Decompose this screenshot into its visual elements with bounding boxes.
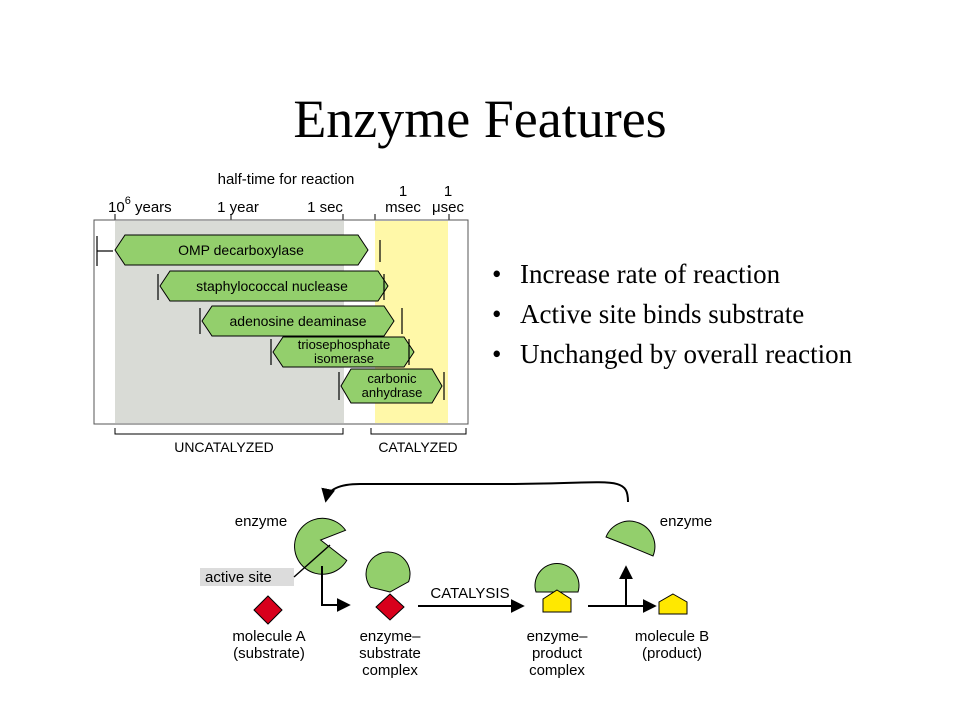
bar-omp-decarboxylase — [114, 234, 369, 266]
molecule-b-pentagon — [658, 593, 688, 615]
tick-marks — [114, 214, 450, 220]
bullet-dot: • — [492, 339, 502, 369]
bar-triosephosphate-isomerase — [272, 336, 415, 368]
enzyme-label-anhydrase: anhydrase — [362, 385, 423, 400]
tick-label-usec-num: 1 — [444, 183, 452, 200]
enzyme-label-isomerase: isomerase — [314, 351, 374, 366]
molecule-a-line2: (substrate) — [233, 645, 305, 662]
enzyme-label-omp-decarboxylase: OMP decarboxylase — [178, 242, 304, 258]
es-complex-line3: complex — [362, 662, 418, 679]
bar-adenosine-deaminase — [201, 305, 395, 337]
active-site-label: active site — [205, 569, 272, 586]
catalyzed-label: CATALYZED — [378, 439, 457, 455]
bullet-dot: • — [492, 299, 502, 329]
region-brackets — [114, 428, 467, 435]
uncatalyzed-label: UNCATALYZED — [174, 439, 274, 455]
tick-label-msec-num: 1 — [399, 183, 407, 200]
molecule-b-line1: molecule B — [635, 628, 709, 645]
tick-pre: 10 — [108, 199, 125, 216]
slide-title: Enzyme Features — [293, 89, 667, 149]
bar-carbonic-anhydrase — [340, 368, 443, 404]
bar-staphylococcal-nuclease — [159, 270, 389, 302]
tick-label-1e6-years: 106 years — [108, 195, 172, 216]
bullet-item: • Increase rate of reaction — [492, 258, 852, 298]
molecule-a-line1: molecule A — [232, 628, 305, 645]
enzyme-label-staphylococcal-nuclease: staphylococcal nuclease — [196, 278, 348, 294]
molecule-b-line2: (product) — [642, 645, 702, 662]
bullet-item: • Unchanged by overall reaction — [492, 338, 852, 378]
ep-complex-line3: complex — [529, 662, 585, 679]
free-enzyme-left — [294, 517, 348, 575]
tick-sup: 6 — [125, 195, 131, 207]
tick-label-1-sec: 1 sec — [307, 199, 343, 216]
bullet-item: • Active site binds substrate — [492, 298, 852, 338]
bar-end-markers — [96, 236, 445, 400]
molecule-a-diamond — [253, 595, 283, 625]
ep-complex-line1: enzyme– — [527, 628, 589, 645]
tick-post: years — [131, 199, 172, 216]
ep-complex-line2: product — [532, 645, 583, 662]
bullet-text: Unchanged by overall reaction — [520, 339, 853, 369]
enzyme-label-right: enzyme — [660, 513, 713, 530]
bound-product-pentagon — [542, 589, 572, 613]
enzyme-label-adenosine-deaminase: adenosine deaminase — [230, 313, 367, 329]
bullet-text: Increase rate of reaction — [520, 259, 781, 289]
es-complex-line1: enzyme– — [360, 628, 422, 645]
active-site-pointer — [293, 544, 331, 578]
es-complex-line2: substrate — [359, 645, 421, 662]
catalysis-label: CATALYSIS — [430, 585, 509, 602]
tick-label-1-year: 1 year — [217, 199, 259, 216]
timescale-header: half-time for reaction — [218, 171, 355, 188]
enzyme-label-carbonic: carbonic — [367, 371, 417, 386]
bullet-list: • Increase rate of reaction • Active site … — [492, 258, 852, 378]
tick-label-usec: μsec — [432, 199, 464, 216]
bullet-text: Active site binds substrate — [520, 299, 805, 329]
free-enzyme-right — [605, 520, 656, 557]
enzyme-label-left: enzyme — [235, 513, 288, 530]
release-arrow — [588, 565, 633, 607]
active-site-label-bg — [200, 568, 294, 586]
enzyme-bars — [114, 234, 443, 404]
bullet-dot: • — [492, 259, 502, 289]
binding-arrow — [321, 566, 351, 612]
enzyme-product-enzyme — [534, 562, 580, 593]
enzyme-label-triosephosphate: triosephosphate — [298, 337, 391, 352]
recycle-arrow — [321, 481, 629, 503]
enzyme-substrate-enzyme — [365, 551, 411, 593]
bound-substrate-diamond — [375, 593, 405, 621]
tick-label-msec: msec — [385, 199, 421, 216]
